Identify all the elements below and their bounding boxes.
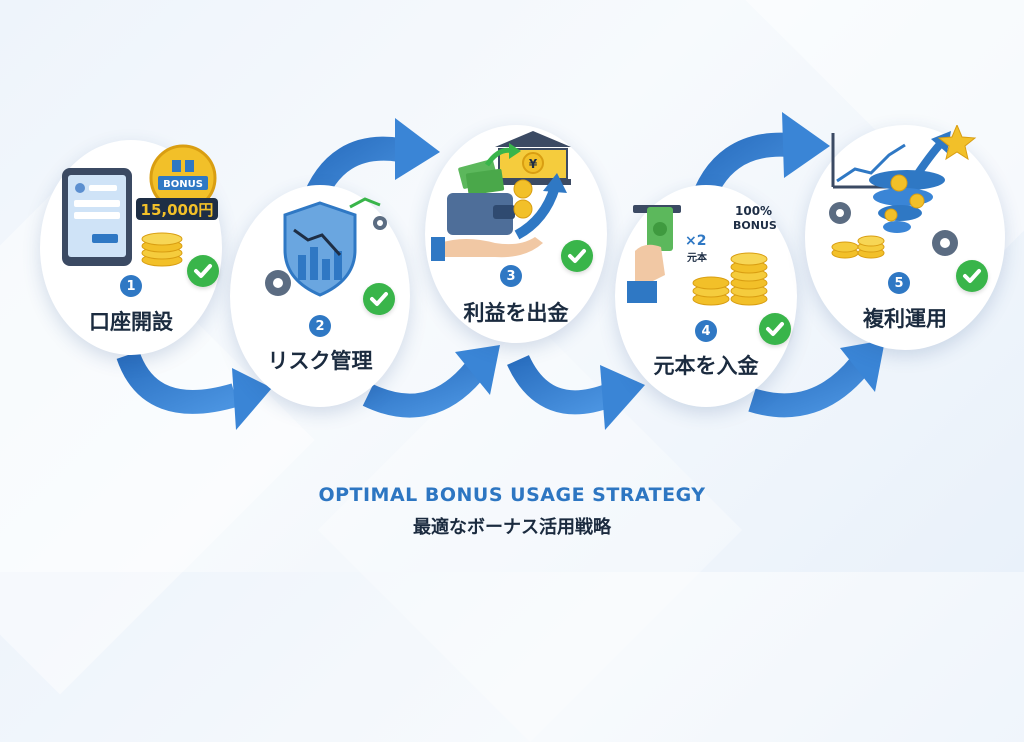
coin-stack-icon xyxy=(831,235,885,259)
coin-stack-icon xyxy=(513,179,533,219)
step-5-check xyxy=(956,260,988,292)
title-japanese: 最適なボーナス活用戦略 xyxy=(413,517,611,538)
bonus-text: 100% BONUS ×2 元本 xyxy=(685,204,777,264)
star-icon xyxy=(937,125,977,161)
bank-icon: ¥ xyxy=(495,131,571,185)
svg-text:15,000円: 15,000円 xyxy=(141,201,214,219)
arrow-3-to-4 xyxy=(362,345,500,418)
step-5-illustration xyxy=(829,125,977,259)
step-2-illustration xyxy=(265,197,387,297)
step-2-check xyxy=(363,283,395,315)
arrow-1-to-2 xyxy=(116,350,272,430)
step-4-illustration: 100% BONUS ×2 元本 xyxy=(627,204,777,306)
check-icon xyxy=(963,269,981,283)
step-3-label: 利益を出金 xyxy=(463,301,569,325)
step-1-check xyxy=(187,255,219,287)
growth-arrow xyxy=(484,143,567,240)
svg-text:¥: ¥ xyxy=(529,157,538,171)
shield-chart-icon xyxy=(283,197,381,297)
svg-text:元本: 元本 xyxy=(687,251,708,264)
svg-text:100%: 100% xyxy=(735,204,772,218)
coin-stack-icon xyxy=(141,232,183,267)
step-1-label: 口座開設 xyxy=(89,310,173,334)
step-4-label: 元本を入金 xyxy=(653,354,759,378)
check-icon xyxy=(568,249,586,263)
step-5-label: 複利運用 xyxy=(863,307,947,331)
flow-arrows xyxy=(116,112,885,430)
step-3-number: 3 xyxy=(500,265,522,287)
step-4-number: 4 xyxy=(695,320,717,342)
arrow-4b-to-5 xyxy=(748,340,885,418)
tornado-icon xyxy=(869,131,951,233)
svg-text:BONUS: BONUS xyxy=(163,179,203,190)
step-1-circle: BONUS 15,000円 1 口座開設 xyxy=(40,140,222,355)
step-3-circle: ¥ 3 利益を出金 xyxy=(425,125,607,343)
step-4-check xyxy=(759,313,791,345)
gear-icon xyxy=(829,202,958,256)
step-2-circle: 2 リスク管理 xyxy=(230,185,410,407)
step-2-number: 2 xyxy=(309,315,331,337)
step-1-illustration: BONUS 15,000円 xyxy=(62,144,218,267)
step-1-number: 1 xyxy=(120,275,142,297)
check-icon xyxy=(370,292,388,306)
svg-text:×2: ×2 xyxy=(685,233,706,249)
gift-coin-icon: BONUS 15,000円 xyxy=(136,144,218,220)
tablet-icon xyxy=(62,168,132,266)
step-4-circle: 100% BONUS ×2 元本 4 元本を入金 xyxy=(615,185,797,407)
step-3-illustration: ¥ xyxy=(431,131,571,261)
title-english: OPTIMAL BONUS USAGE STRATEGY xyxy=(318,484,706,506)
step-2-label: リスク管理 xyxy=(267,349,373,373)
check-icon xyxy=(194,264,212,278)
arrow-3b-to-4 xyxy=(507,354,645,430)
svg-text:BONUS: BONUS xyxy=(733,219,777,232)
step-3-check xyxy=(561,240,593,272)
step-5-circle: 5 複利運用 xyxy=(805,125,1005,350)
check-icon xyxy=(766,322,784,336)
gear-icon xyxy=(265,216,387,296)
step-5-number: 5 xyxy=(888,272,910,294)
atm-cash-icon xyxy=(627,205,681,303)
coin-stack-icon xyxy=(692,252,768,306)
wallet-cash-icon xyxy=(431,159,543,261)
